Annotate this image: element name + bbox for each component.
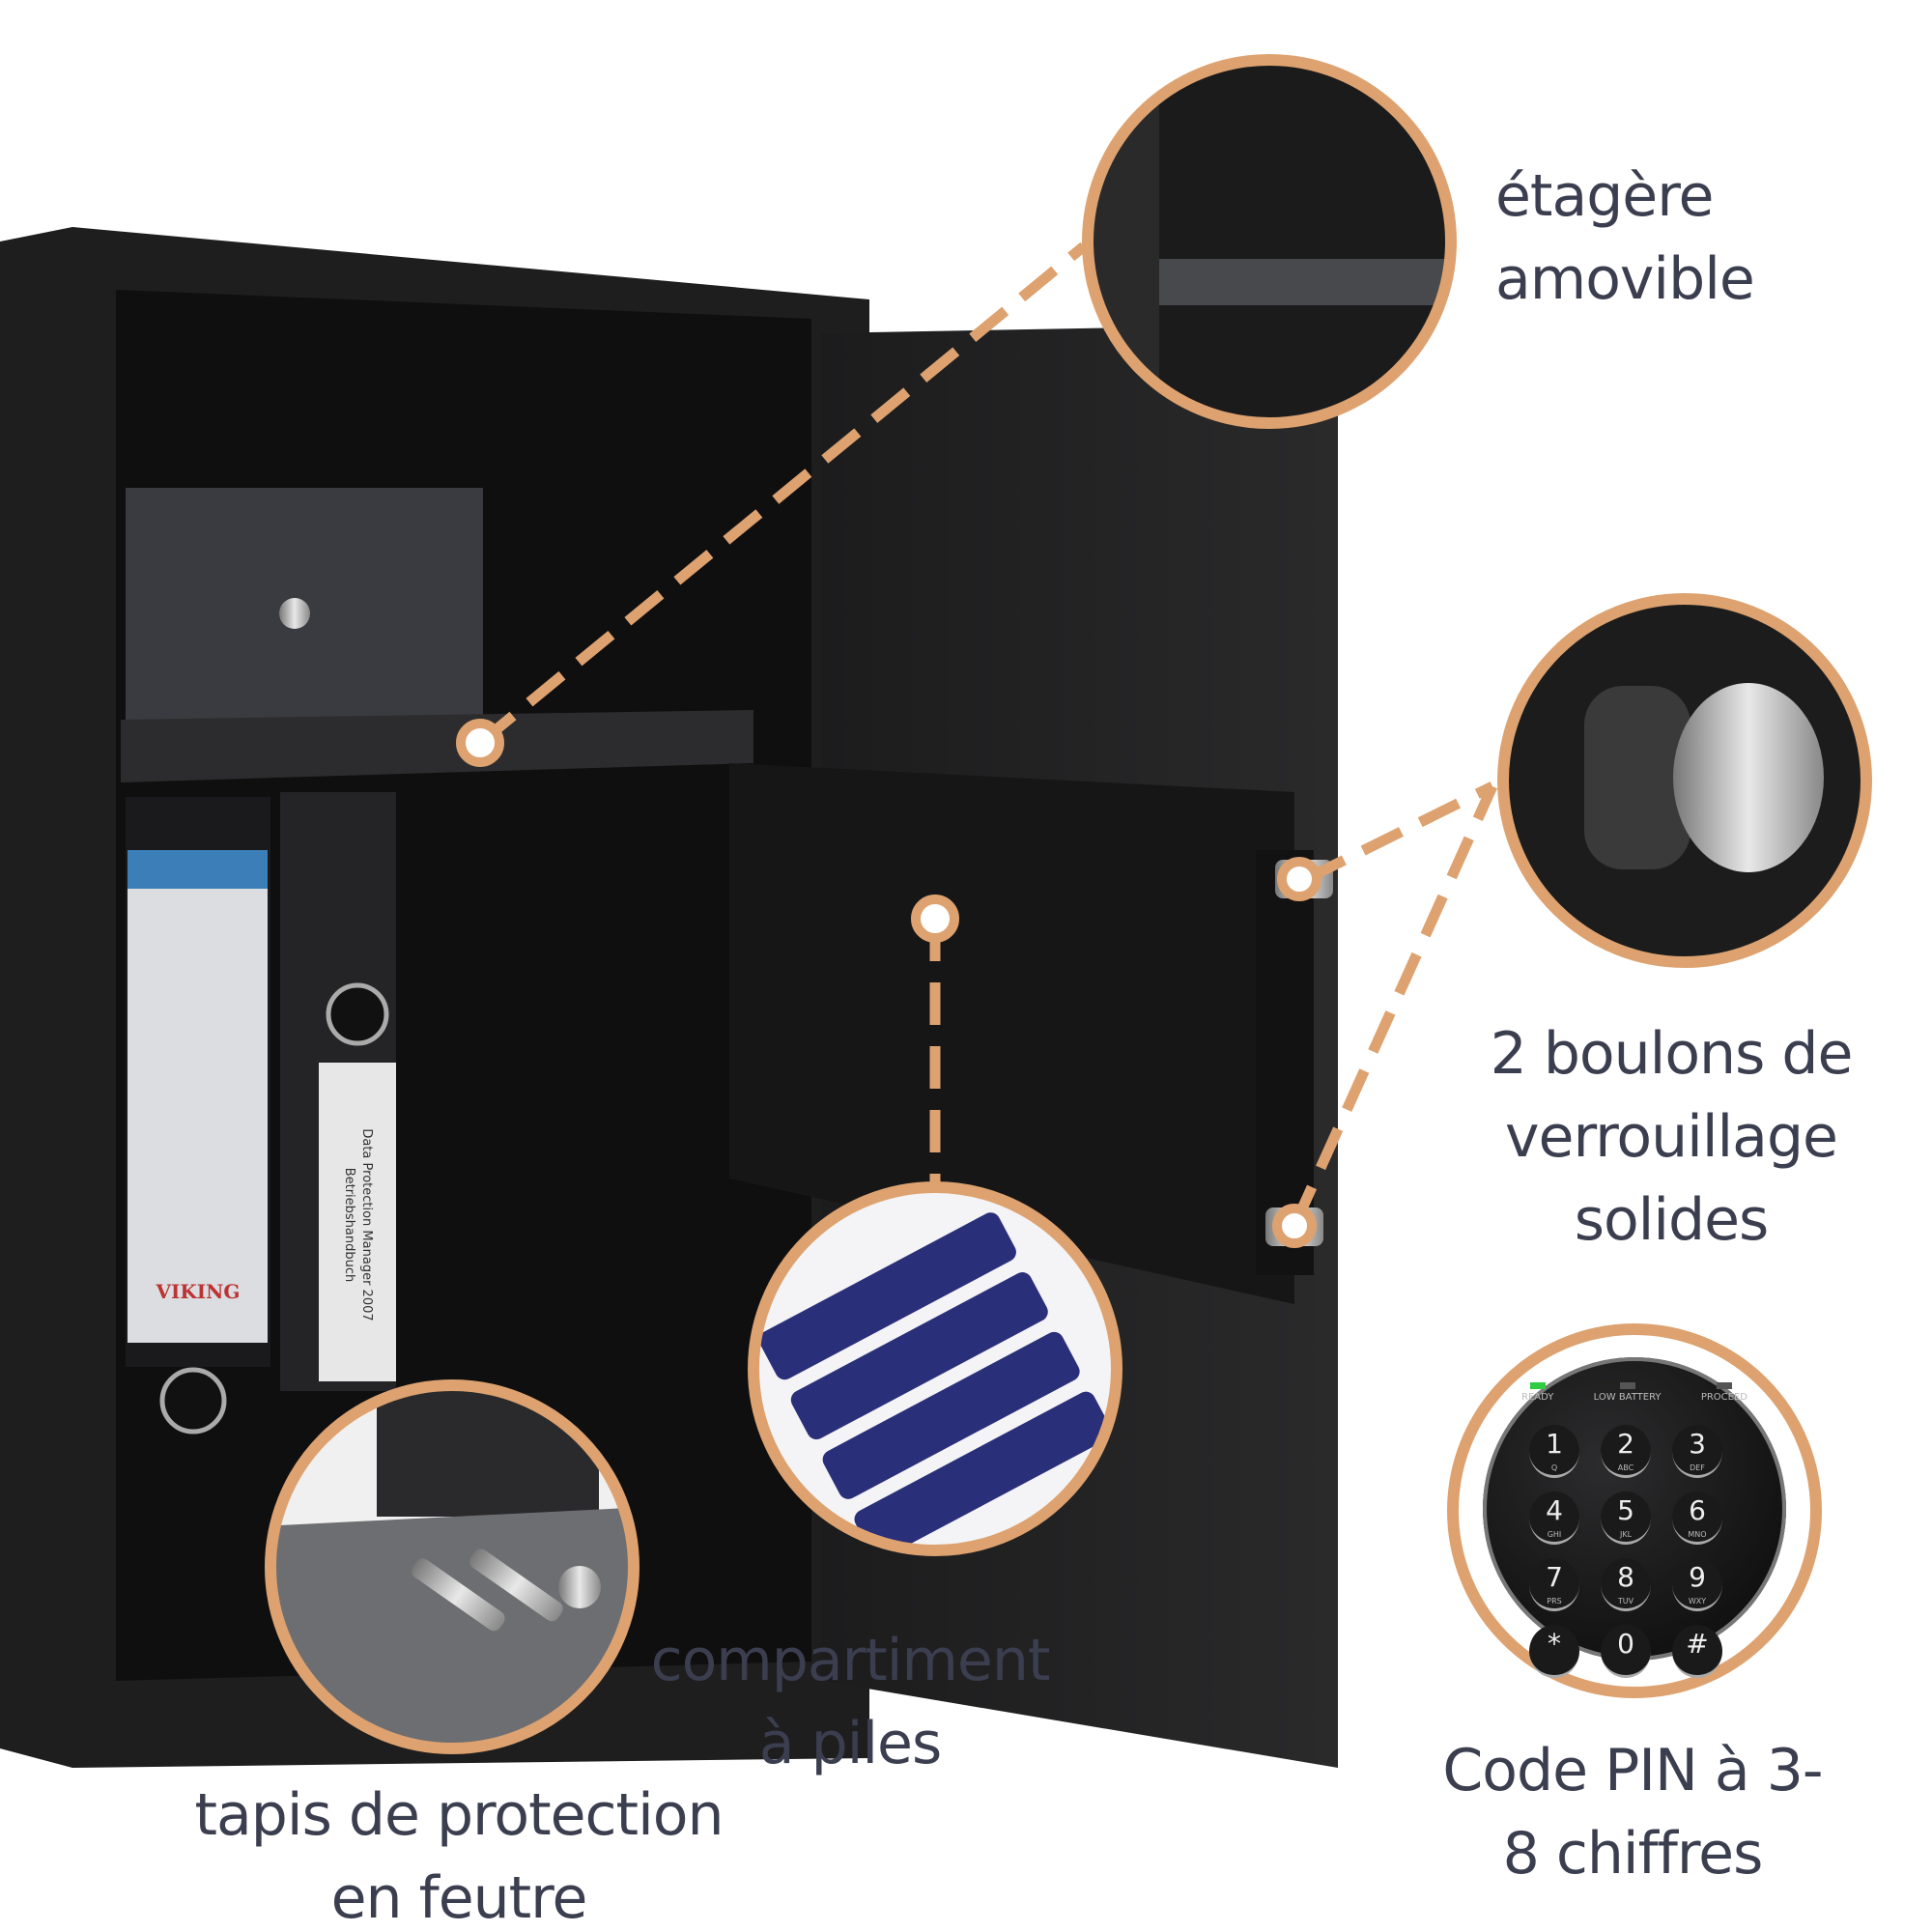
safe-body <box>0 227 869 1768</box>
keypad-key[interactable]: 0 <box>1601 1625 1651 1678</box>
key-digit: 5 <box>1617 1494 1634 1526</box>
callout-dots <box>456 719 1321 1248</box>
led-proceed: PROCEED <box>1701 1382 1747 1403</box>
safe-door <box>729 324 1338 1768</box>
key-letters: DEF <box>1690 1463 1705 1472</box>
keypad-key[interactable]: # <box>1672 1625 1722 1678</box>
led-low-battery: LOW BATTERY <box>1594 1382 1662 1403</box>
callout-lines <box>476 242 1498 1229</box>
key-letters: JKL <box>1619 1530 1633 1539</box>
bolt-detail-circle <box>1497 593 1872 968</box>
keypad-key[interactable]: * <box>1529 1625 1579 1678</box>
key-letters: ABC <box>1617 1463 1634 1472</box>
key-digit: 4 <box>1546 1494 1563 1526</box>
binder-spine-label: Data Protection Manager 2007 Betriebshan… <box>342 1128 374 1321</box>
key-digit: 7 <box>1546 1561 1563 1593</box>
key-letters: MNO <box>1688 1530 1707 1539</box>
binder-brand-label: VIKING <box>156 1280 241 1303</box>
key-letters: PRS <box>1547 1597 1562 1605</box>
key-digit: 1 <box>1546 1428 1563 1460</box>
label-pin-code: Code PIN à 3-8 chiffres <box>1442 1737 1823 1888</box>
key-letters: TUV <box>1617 1597 1634 1605</box>
battery-detail-circle <box>748 1181 1122 1556</box>
keypad-leds: READY LOW BATTERY PROCEED <box>1521 1382 1747 1403</box>
key-digit: # <box>1686 1628 1709 1660</box>
battery-compartment-cover <box>729 763 1294 1304</box>
key-digit: 0 <box>1617 1628 1634 1660</box>
key-letters: WXY <box>1688 1597 1707 1605</box>
key-letters: Q <box>1550 1463 1558 1472</box>
shelf <box>121 710 753 782</box>
key-digit: 2 <box>1617 1428 1634 1460</box>
key-letters: GHI <box>1547 1530 1562 1539</box>
felt-mat-detail-circle <box>265 1379 639 1754</box>
led-ready: READY <box>1521 1382 1553 1403</box>
key-digit: 8 <box>1617 1561 1634 1593</box>
key-digit: 6 <box>1689 1494 1706 1526</box>
key-digit: 3 <box>1689 1428 1706 1460</box>
key-digit: * <box>1548 1628 1561 1660</box>
key-digit: 9 <box>1689 1561 1706 1593</box>
key-lock-icon <box>279 598 310 629</box>
